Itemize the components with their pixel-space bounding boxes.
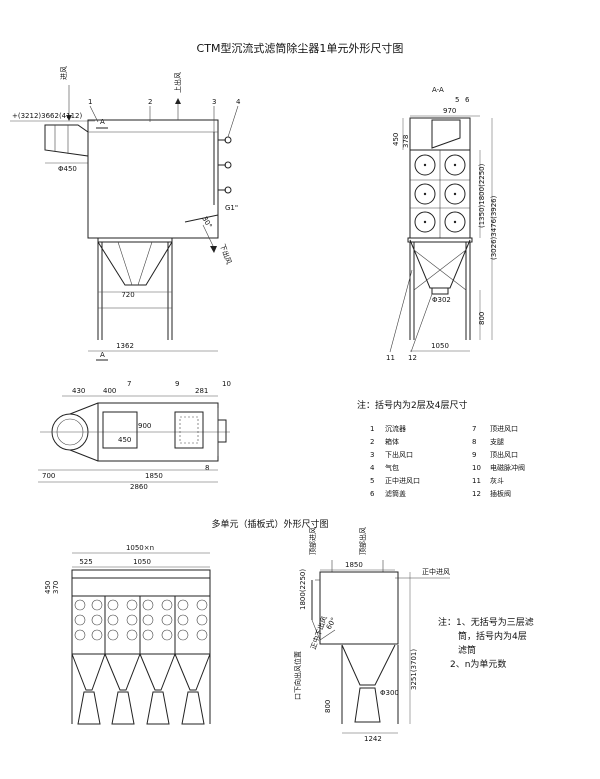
legend-name: 气包 [385,463,399,472]
outlet-top-label: 上出风 [173,72,182,93]
d370-label: 370 [52,581,60,594]
legend-name: 箱体 [385,437,399,446]
phi302-label: Φ302 [432,296,451,304]
d1850-label: 1850 [345,561,363,569]
front-view: 进风 +(3212)3662(4112) Φ450 A 上出风 G1" 30° [10,66,241,361]
legend-name: 支腿 [490,437,504,446]
note-1b: 筒，括号内为4层 [458,630,527,642]
part-9-label: 9 [175,380,179,388]
d1050n-label: 1050×n [126,544,154,552]
cartridge-grid [74,599,208,641]
inlet-label: 进风 [60,66,68,80]
top-out-label: 顶部出风 [358,527,367,555]
legend-no: 3 [370,451,374,459]
legend-no: 10 [472,464,481,472]
low-pos-label: 口下向出风位置 [293,651,302,700]
note-1a: 注：1、无括号为三层滤 [438,616,534,628]
top-in-label: 顶部进风 [308,527,317,555]
d1800-label: 1800(2250) [299,569,307,610]
legend-no: 2 [370,438,374,446]
height-dim-label: +(3212)3662(4112) [12,112,83,120]
d1050-label: 1050 [431,342,449,350]
d3026-label: (3026)3476(3926) [490,195,498,260]
legend-name: 电磁脉冲阀 [490,463,525,472]
legend-no: 7 [472,425,476,433]
legend-name: 下出风口 [385,450,413,459]
d900-label: 900 [138,422,151,430]
legend-no: 4 [370,464,375,472]
d281-label: 281 [195,387,208,395]
d2860-label: 2860 [130,483,148,491]
d3251-label: 3251(3701) [410,649,418,690]
d1242-label: 1242 [364,735,382,743]
part-3-label: 3 [212,98,216,106]
d700-label: 700 [42,472,55,480]
d378-label: 378 [402,135,410,148]
part-2-label: 2 [148,98,152,106]
part-7-label: 7 [127,380,131,388]
legend-no: 12 [472,490,481,498]
legend-name: 顶进风口 [490,425,518,433]
d800-label: 800 [324,700,332,713]
multi-side-view: 顶部进风 顶部出风 1850 正中进风 60° 1800(2250) 正中下出风… [293,527,450,743]
phi300-label: Φ300 [380,689,399,697]
legend-block: 注：括号内为2层及4层尺寸 1 沉流器 2 箱体 3 下出风口 4 气包 5 正… [357,399,525,498]
d1350-label: (1350)1800(2250) [478,163,486,228]
d1362-label: 1362 [116,342,134,350]
legend-name: 正中进风口 [385,476,420,485]
aa-label: A-A [432,86,444,94]
legend-no: 11 [472,477,481,485]
low-out-label: 正中下出风 [308,615,328,651]
section-a-bottom: A [100,351,105,359]
legend-no: 5 [370,477,374,485]
subtitle: 多单元（插板式）外形尺寸图 [211,518,328,530]
part-5-label: 5 [455,96,459,104]
d430-label: 430 [72,387,85,395]
phi450-label: Φ450 [58,165,77,173]
d1850-label: 1850 [145,472,163,480]
legend-no: 8 [472,438,476,446]
d800-label: 800 [478,312,486,325]
legend-no: 6 [370,490,375,498]
part-11-label: 11 [386,354,395,362]
legend-name: 灰斗 [490,476,504,485]
part-1-label: 1 [88,98,92,106]
legend-no: 1 [370,425,374,433]
d720-label: 720 [121,291,134,299]
multi-front-view: 1050×n 525 1050 450 370 [44,544,211,725]
d1050-label: 1050 [133,558,151,566]
part-10-label: 10 [222,380,231,388]
side-in-label: 正中进风 [422,567,450,576]
part-8-label: 8 [205,464,209,472]
note-1c: 滤筒 [458,644,476,656]
part-6-label: 6 [465,96,470,104]
legend-name: 顶出风口 [490,450,518,459]
d450-label: 450 [44,581,52,594]
drawing-title: CTM型沉流式滤筒除尘器1单元外形尺寸图 [197,41,404,55]
legend-name: 插板阀 [490,489,511,498]
outlet-down-label: 下出风 [218,243,234,266]
d400-label: 400 [103,387,116,395]
note-2: 2、n为单元数 [450,658,506,670]
angle30-label: 30° [200,215,213,230]
part-4-label: 4 [236,98,241,106]
d525-label: 525 [79,558,92,566]
part-12-label: 12 [408,354,417,362]
d450-label: 450 [392,133,400,146]
d450-label: 450 [118,436,131,444]
top-view: 430 400 281 7 9 10 8 900 450 700 1850 28… [38,380,231,491]
bottom-notes: 注：1、无括号为三层滤 筒，括号内为4层 滤筒 2、n为单元数 [438,616,534,670]
legend-no: 9 [472,451,476,459]
legend-name: 滤筒盖 [385,489,406,498]
d970-label: 970 [443,107,456,115]
side-view: A-A 5 6 970 Φ302 [386,86,498,362]
section-a-top: A [100,118,105,126]
note-main: 注：括号内为2层及4层尺寸 [357,399,467,411]
legend-name: 沉流器 [385,424,406,433]
g1-label: G1" [225,204,238,212]
